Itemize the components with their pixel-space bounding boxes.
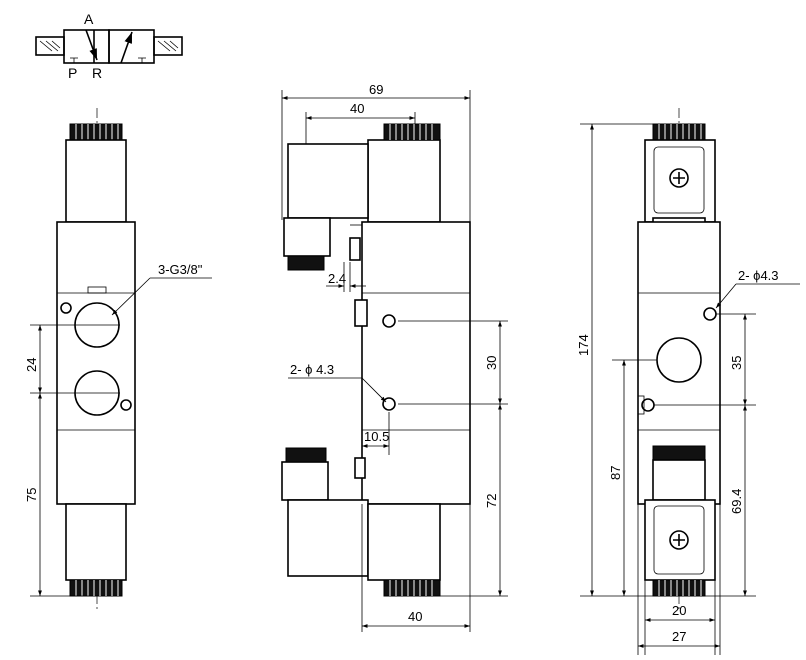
port-thread-label: 3-G3/8" [158,262,203,277]
right-top-knob [652,123,706,141]
dim-overall-width: 69 [369,82,383,97]
valve-symbol: A P R [35,11,183,81]
dim-hole-offset: 10.5 [364,429,389,444]
dim-width-inner: 20 [672,603,686,618]
dim-port-pitch: 24 [24,358,39,372]
dim-hole-to-end: 69.4 [729,489,744,514]
dim-lower-hole: 87 [608,466,623,480]
dim-right-hole-pitch: 35 [729,356,744,370]
side-view: 69 40 2.4 2- ϕ 4.3 10.5 30 72 40 [281,82,508,632]
dim-hole-pitch: 30 [484,356,499,370]
port-r-label: R [92,65,102,81]
right-view: 2- ϕ4.3 174 87 35 69.4 20 27 [576,108,800,655]
right-bottom-knob [652,579,706,597]
dim-coil-width: 40 [350,101,364,116]
front-bottom-knob [69,579,123,597]
dim-overall-length: 174 [576,334,591,356]
dim-hole-to-bottom: 72 [484,494,499,508]
port-p-label: P [68,65,77,81]
dim-width-outer: 27 [672,629,686,644]
front-top-knob [69,123,123,141]
side-mount-holes-label: 2- ϕ 4.3 [290,362,334,377]
port-a-label: A [84,11,94,27]
front-valve-body [56,221,136,505]
dim-offset: 2.4 [328,271,346,286]
dim-port-to-bottom: 75 [24,488,39,502]
right-mount-holes-label: 2- ϕ4.3 [738,268,779,283]
front-view: 3-G3/8" 24 75 [24,108,212,612]
dim-base-width: 40 [408,609,422,624]
side-valve-body [361,221,471,505]
